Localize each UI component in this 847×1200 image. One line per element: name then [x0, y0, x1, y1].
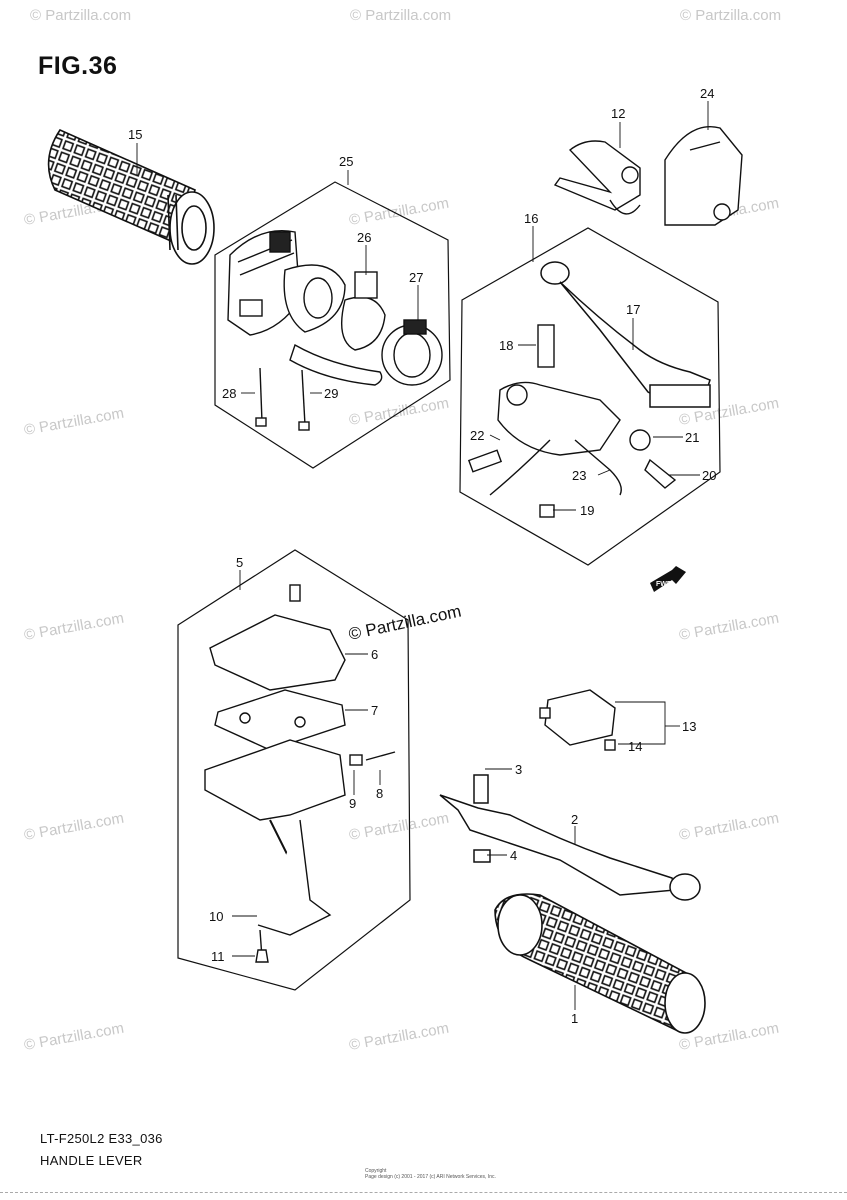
bottom-divider — [0, 1192, 847, 1193]
callout-13: 13 — [682, 719, 696, 734]
callout-27: 27 — [409, 270, 423, 285]
lever-2 — [439, 774, 701, 901]
watermark: © Partzilla.com — [678, 610, 780, 644]
callout-3: 3 — [515, 762, 522, 777]
watermark: © Partzilla.com — [680, 7, 781, 24]
watermark: © Partzilla.com — [348, 810, 450, 844]
grip-15 — [47, 128, 215, 265]
figure-title: FIG.36 — [38, 52, 118, 80]
callout-18: 18 — [499, 338, 513, 353]
callout-24: 24 — [700, 86, 714, 101]
callout-11: 11 — [211, 949, 225, 964]
group-box-25 — [214, 181, 451, 469]
copyright-line2: Page design (c) 2001 - 2017 (c) ARI Netw… — [365, 1174, 496, 1180]
callout-19: 19 — [580, 503, 594, 518]
watermark: © Partzilla.com — [23, 810, 125, 844]
callout-15: 15 — [128, 127, 142, 142]
callout-29: 29 — [324, 386, 338, 401]
callout-14: 14 — [628, 739, 642, 754]
watermark: © Partzilla.com — [23, 1020, 125, 1054]
callout-6: 6 — [371, 647, 378, 662]
watermark: © Partzilla.com — [348, 395, 450, 429]
switch-13 — [539, 689, 616, 751]
callout-1: 1 — [571, 1011, 578, 1026]
callouts: 15 25 26 27 28 29 12 24 16 17 18 22 21 2… — [128, 86, 716, 1026]
callout-25: 25 — [339, 154, 353, 169]
housing-24 — [664, 126, 743, 226]
watermark: © Partzilla.com — [348, 195, 450, 229]
watermark: © Partzilla.com — [678, 810, 780, 844]
callout-21: 21 — [685, 430, 699, 445]
callout-28: 28 — [222, 386, 236, 401]
figure-name: HANDLE LEVER — [40, 1153, 143, 1168]
bracket-12 — [553, 140, 641, 215]
group-box-5 — [177, 549, 411, 991]
callout-23: 23 — [572, 468, 586, 483]
lever-17 — [540, 261, 711, 408]
copyright-line1: Copyright — [365, 1168, 387, 1174]
callout-10: 10 — [209, 909, 223, 924]
callout-9: 9 — [349, 796, 356, 811]
switch-assembly-25 — [227, 230, 443, 431]
grip-1 — [494, 893, 706, 1034]
figure-code: LT-F250L2 E33_036 — [40, 1131, 163, 1146]
callout-5: 5 — [236, 555, 243, 570]
callout-20: 20 — [702, 468, 716, 483]
callout-8: 8 — [376, 786, 383, 801]
callout-22: 22 — [470, 428, 484, 443]
callout-7: 7 — [371, 703, 378, 718]
leader-lines — [136, 101, 709, 1010]
svg-text:FWD: FWD — [656, 581, 672, 588]
callout-26: 26 — [357, 230, 371, 245]
watermark: © Partzilla.com — [30, 7, 131, 24]
callout-17: 17 — [626, 302, 640, 317]
callout-4: 4 — [510, 848, 517, 863]
callout-16: 16 — [524, 211, 538, 226]
fwd-arrow: FWD — [650, 566, 686, 592]
watermark: © Partzilla.com — [23, 405, 125, 439]
callout-12: 12 — [611, 106, 625, 121]
watermark: © Partzilla.com — [350, 7, 451, 24]
callout-2: 2 — [571, 812, 578, 827]
watermark: © Partzilla.com — [23, 610, 125, 644]
center-watermark: © Partzilla.com — [347, 602, 463, 644]
watermark: © Partzilla.com — [348, 1020, 450, 1054]
group-box-16 — [459, 227, 721, 566]
assembly-5 — [204, 584, 396, 963]
master-cylinder-16 — [467, 324, 677, 518]
